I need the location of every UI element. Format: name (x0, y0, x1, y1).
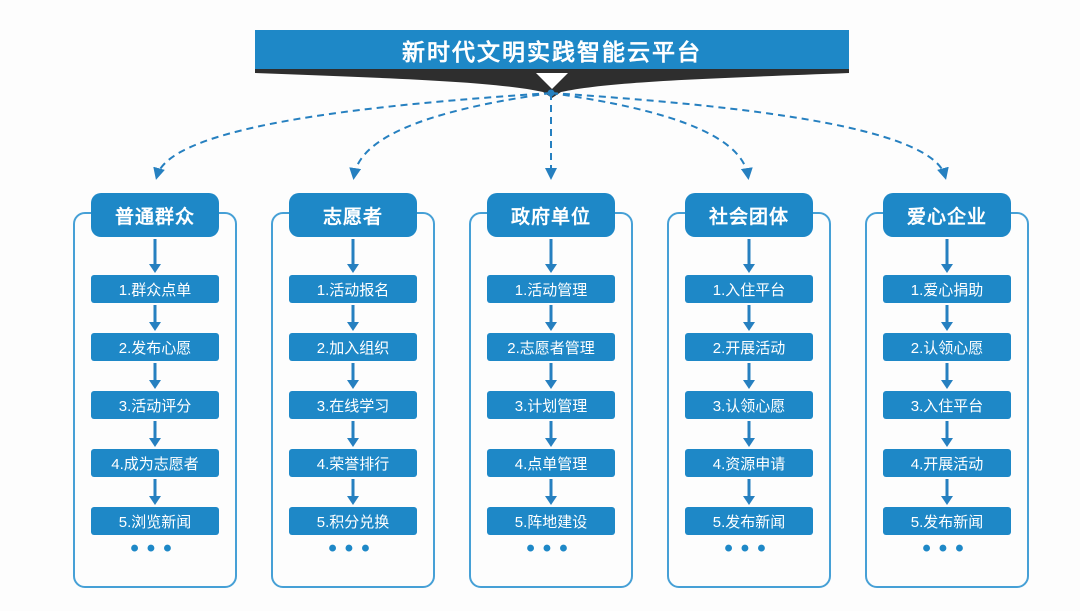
column-header: 政府单位 (487, 193, 615, 237)
ellipsis-dots: ••• (526, 535, 576, 562)
step-box: 3.计划管理 (487, 391, 615, 419)
step-box: 2.开展活动 (685, 333, 813, 361)
column-social-organizations: 社会团体 1.入住平台 2.开展活动 3.认领心愿 4.资源申请 5.发布新闻 … (667, 185, 831, 597)
column-header: 爱心企业 (883, 193, 1011, 237)
down-arrow-icon (941, 305, 953, 331)
step-box: 4.成为志愿者 (91, 449, 219, 477)
down-arrow-icon (743, 363, 755, 389)
step-box: 1.入住平台 (685, 275, 813, 303)
down-arrow-icon (149, 479, 161, 505)
step-box: 4.点单管理 (487, 449, 615, 477)
step-box: 4.荣誉排行 (289, 449, 417, 477)
step-box: 3.入住平台 (883, 391, 1011, 419)
page-title: 新时代文明实践智能云平台 (255, 30, 849, 70)
step-box: 1.群众点单 (91, 275, 219, 303)
column-header: 社会团体 (685, 193, 813, 237)
step-box: 1.爱心捐助 (883, 275, 1011, 303)
down-arrow-icon (545, 479, 557, 505)
down-arrow-icon (545, 421, 557, 447)
step-box: 5.发布新闻 (685, 507, 813, 535)
step-box: 5.积分兑换 (289, 507, 417, 535)
down-arrow-icon (149, 305, 161, 331)
step-box: 2.志愿者管理 (487, 333, 615, 361)
step-box: 2.认领心愿 (883, 333, 1011, 361)
ellipsis-dots: ••• (130, 535, 180, 562)
step-box: 2.加入组织 (289, 333, 417, 361)
down-arrow-icon (347, 305, 359, 331)
down-arrow-icon (941, 239, 953, 273)
down-arrow-icon (941, 421, 953, 447)
column-ordinary-people: 普通群众 1.群众点单 2.发布心愿 3.活动评分 4.成为志愿者 5.浏览新闻… (73, 185, 237, 597)
step-box: 5.发布新闻 (883, 507, 1011, 535)
down-arrow-icon (347, 363, 359, 389)
column-header: 普通群众 (91, 193, 219, 237)
column-caring-enterprises: 爱心企业 1.爱心捐助 2.认领心愿 3.入住平台 4.开展活动 5.发布新闻 … (865, 185, 1029, 597)
down-arrow-icon (347, 421, 359, 447)
down-arrow-icon (743, 479, 755, 505)
step-box: 4.资源申请 (685, 449, 813, 477)
step-box: 2.发布心愿 (91, 333, 219, 361)
step-box: 3.在线学习 (289, 391, 417, 419)
down-arrow-icon (743, 305, 755, 331)
down-arrow-icon (149, 239, 161, 273)
step-box: 3.认领心愿 (685, 391, 813, 419)
step-box: 3.活动评分 (91, 391, 219, 419)
column-header: 志愿者 (289, 193, 417, 237)
down-arrow-icon (347, 239, 359, 273)
down-arrow-icon (743, 239, 755, 273)
step-box: 4.开展活动 (883, 449, 1011, 477)
down-arrow-icon (149, 363, 161, 389)
fan-arrow-1 (153, 92, 552, 180)
down-arrow-icon (941, 479, 953, 505)
step-box: 5.阵地建设 (487, 507, 615, 535)
fan-arrow-5 (550, 92, 949, 180)
down-arrow-icon (941, 363, 953, 389)
ellipsis-dots: ••• (724, 535, 774, 562)
column-volunteers: 志愿者 1.活动报名 2.加入组织 3.在线学习 4.荣誉排行 5.积分兑换 •… (271, 185, 435, 597)
fan-arrow-2 (349, 92, 552, 180)
down-triangle-icon (536, 73, 568, 89)
ribbon-down-arrow-icon (255, 69, 849, 98)
column-government-units: 政府单位 1.活动管理 2.志愿者管理 3.计划管理 4.点单管理 5.阵地建设… (469, 185, 633, 597)
fan-arrow-4 (550, 92, 753, 180)
step-box: 1.活动报名 (289, 275, 417, 303)
down-arrow-icon (545, 363, 557, 389)
down-arrow-icon (347, 479, 359, 505)
step-box: 5.浏览新闻 (91, 507, 219, 535)
ellipsis-dots: ••• (922, 535, 972, 562)
step-box: 1.活动管理 (487, 275, 615, 303)
ellipsis-dots: ••• (328, 535, 378, 562)
down-arrow-icon (545, 239, 557, 273)
down-arrow-icon (743, 421, 755, 447)
down-arrow-icon (545, 305, 557, 331)
down-arrow-icon (149, 421, 161, 447)
